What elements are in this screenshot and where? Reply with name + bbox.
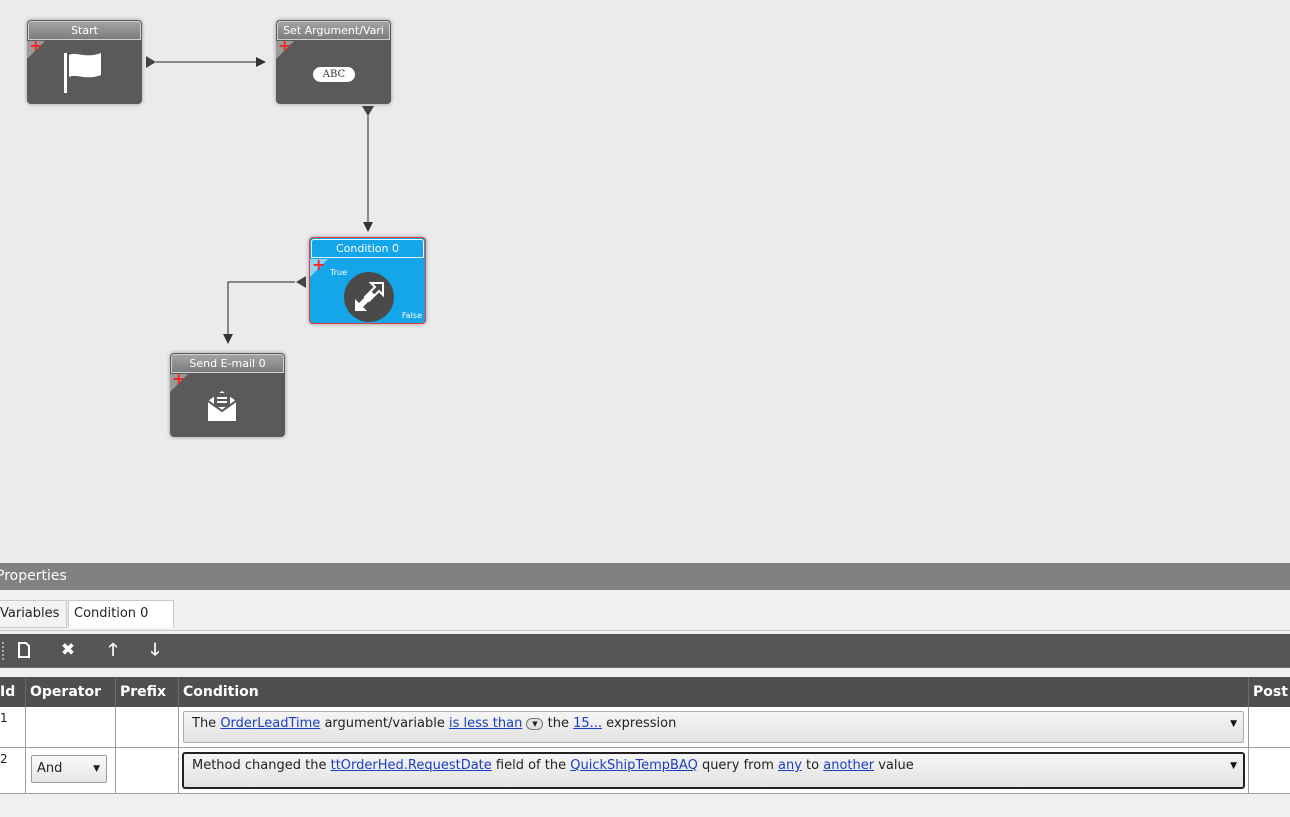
condition-node-title: Condition 0 <box>311 239 424 258</box>
set-argument-node[interactable]: Set Argument/Vari + ABC <box>276 20 391 104</box>
cell-post[interactable] <box>1249 707 1290 747</box>
cell-condition: Method changed the ttOrderHed.RequestDat… <box>179 748 1249 793</box>
column-prefix[interactable]: Prefix <box>116 677 179 707</box>
abc-icon-text: ABC <box>322 69 346 80</box>
setarg-output-port[interactable] <box>362 106 374 116</box>
chevron-down-icon[interactable]: ▼ <box>1230 761 1237 771</box>
add-icon[interactable]: + <box>278 36 292 55</box>
condition-text: field of the <box>491 758 571 773</box>
condition-text: expression <box>602 716 677 731</box>
cell-operator: And ▼ <box>26 748 116 793</box>
condition-text: value <box>874 758 914 773</box>
column-post[interactable]: Post <box>1249 677 1290 707</box>
cell-condition: The OrderLeadTime argument/variable is l… <box>179 707 1249 747</box>
new-icon[interactable] <box>14 640 34 660</box>
cell-id: 1 <box>0 707 26 747</box>
query-link[interactable]: QuickShipTempBAQ <box>570 758 698 773</box>
tab-condition-0[interactable]: Condition 0 <box>68 600 174 628</box>
chevron-down-icon: ▼ <box>93 764 100 774</box>
operator-value: And <box>37 761 63 776</box>
comparison-link[interactable]: is less than <box>448 716 523 731</box>
condition-editor[interactable]: The OrderLeadTime argument/variable is l… <box>183 711 1244 743</box>
cell-prefix[interactable] <box>116 748 179 793</box>
envelope-icon <box>207 391 237 421</box>
connector-layer <box>146 56 374 344</box>
start-output-port[interactable] <box>146 56 156 68</box>
condition-true-port[interactable] <box>296 276 306 288</box>
move-down-icon[interactable]: 🡓 <box>150 640 160 660</box>
start-node[interactable]: Start + <box>27 20 142 104</box>
field-link[interactable]: ttOrderHed.RequestDate <box>330 758 492 773</box>
condition-node[interactable]: Condition 0 + True False <box>309 237 426 324</box>
add-icon[interactable]: + <box>29 36 43 55</box>
set-argument-node-title: Set Argument/Vari <box>277 21 390 40</box>
table-row[interactable]: 1 The OrderLeadTime argument/variable is… <box>0 707 1290 748</box>
condition-grid-header: Id Operator Prefix Condition Post <box>0 677 1290 707</box>
send-email-node-corner <box>170 374 188 392</box>
properties-title: Properties <box>0 568 67 584</box>
chevron-down-icon[interactable]: ▼ <box>1230 719 1237 729</box>
column-condition[interactable]: Condition <box>179 677 1249 707</box>
to-value-link[interactable]: another <box>823 758 875 773</box>
abc-icon: ABC <box>313 67 355 82</box>
condition-text: Method changed the <box>192 758 331 773</box>
properties-header: Properties <box>0 563 1290 590</box>
column-operator[interactable]: Operator <box>26 677 116 707</box>
table-row[interactable]: 2 And ▼ Method changed the ttOrderHed.Re… <box>0 748 1290 794</box>
connector-condition-to-email <box>223 281 295 344</box>
set-argument-node-corner <box>276 41 294 59</box>
send-email-node[interactable]: Send E-mail 0 + <box>170 353 285 437</box>
false-label: False <box>401 311 422 320</box>
condition-toolbar: ✖ 🡑 🡓 <box>0 634 1290 668</box>
workflow-canvas[interactable]: Start + Set Argument/Vari + ABC Conditio… <box>0 0 1290 557</box>
cell-id: 2 <box>0 748 26 793</box>
true-label: True <box>330 268 347 277</box>
condition-node-corner <box>310 259 328 277</box>
send-email-node-title: Send E-mail 0 <box>171 354 284 373</box>
flag-icon <box>64 53 101 93</box>
add-icon[interactable]: + <box>172 369 186 388</box>
start-node-corner <box>27 41 45 59</box>
comparison-dropdown-icon[interactable]: ▼ <box>526 717 544 730</box>
condition-text: query from <box>697 758 778 773</box>
condition-text: The <box>192 716 221 731</box>
toolbar-grip <box>2 642 6 660</box>
tab-variables[interactable]: Variables <box>0 600 67 628</box>
move-up-icon[interactable]: 🡑 <box>108 640 118 660</box>
condition-editor[interactable]: Method changed the ttOrderHed.RequestDat… <box>182 752 1245 789</box>
row-id: 1 <box>0 711 8 725</box>
delete-icon[interactable]: ✖ <box>60 640 76 660</box>
column-id[interactable]: Id <box>0 677 26 707</box>
operator-select[interactable]: And ▼ <box>31 755 107 783</box>
condition-text: to <box>801 758 824 773</box>
from-value-link[interactable]: any <box>778 758 802 773</box>
row-id: 2 <box>0 752 8 766</box>
condition-text: argument/variable <box>320 716 449 731</box>
cell-post[interactable] <box>1249 748 1290 793</box>
variable-link[interactable]: OrderLeadTime <box>220 716 321 731</box>
condition-text: the <box>543 716 574 731</box>
add-icon[interactable]: + <box>312 255 326 274</box>
start-node-title: Start <box>28 21 141 40</box>
condition-arrows-icon <box>344 272 394 322</box>
expression-link[interactable]: 15... <box>573 716 603 731</box>
tab-divider <box>0 630 1290 631</box>
cell-operator[interactable] <box>26 707 116 747</box>
cell-prefix[interactable] <box>116 707 179 747</box>
